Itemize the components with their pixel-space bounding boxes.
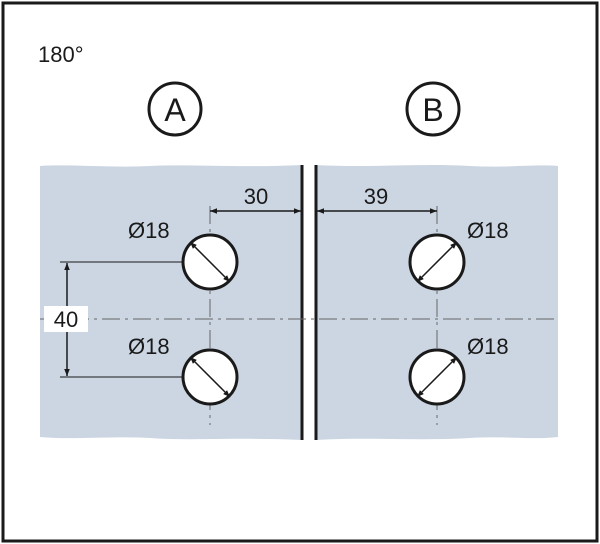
- hole-b-top-label: Ø18: [467, 218, 509, 243]
- hole-a-bottom-label: Ø18: [128, 334, 170, 359]
- hole-b-top: [408, 233, 466, 291]
- hole-a-top: [181, 233, 239, 291]
- hole-b-bottom-label: Ø18: [467, 334, 509, 359]
- panel-marker-b: B: [405, 81, 461, 137]
- panel-marker-a-label: A: [164, 92, 186, 128]
- hole-b-bottom: [408, 348, 466, 406]
- panel-marker-a: A: [147, 81, 203, 137]
- angle-label: 180°: [38, 42, 84, 67]
- spacing-label: 40: [54, 307, 78, 332]
- hole-a-bottom: [181, 348, 239, 406]
- spacing-label-bg: [44, 306, 88, 332]
- edge-distance-label-b: 39: [364, 184, 388, 209]
- panel-marker-b-label: B: [422, 92, 443, 128]
- edge-distance-label-a: 30: [244, 184, 268, 209]
- hole-a-top-label: Ø18: [128, 218, 170, 243]
